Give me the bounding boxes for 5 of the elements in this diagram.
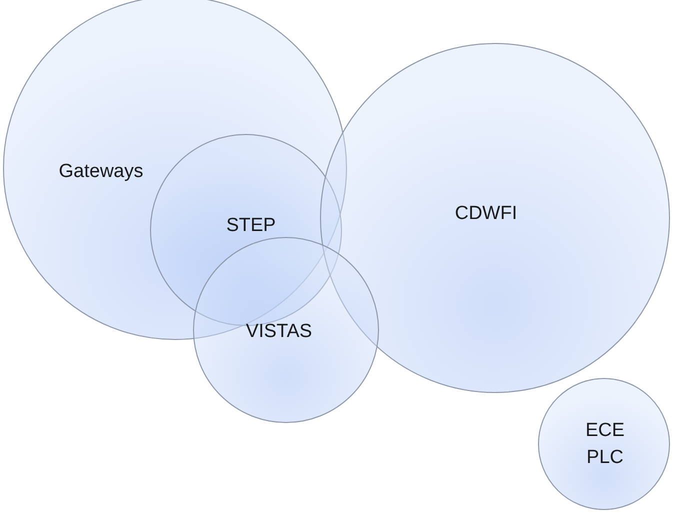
circle-label: ECE PLC [584,419,626,470]
circle-label: VISTAS [244,320,314,344]
circle-label: STEP [225,214,277,238]
circle-label: CDWFI [454,202,518,226]
circle-label: Gateways [58,160,144,184]
